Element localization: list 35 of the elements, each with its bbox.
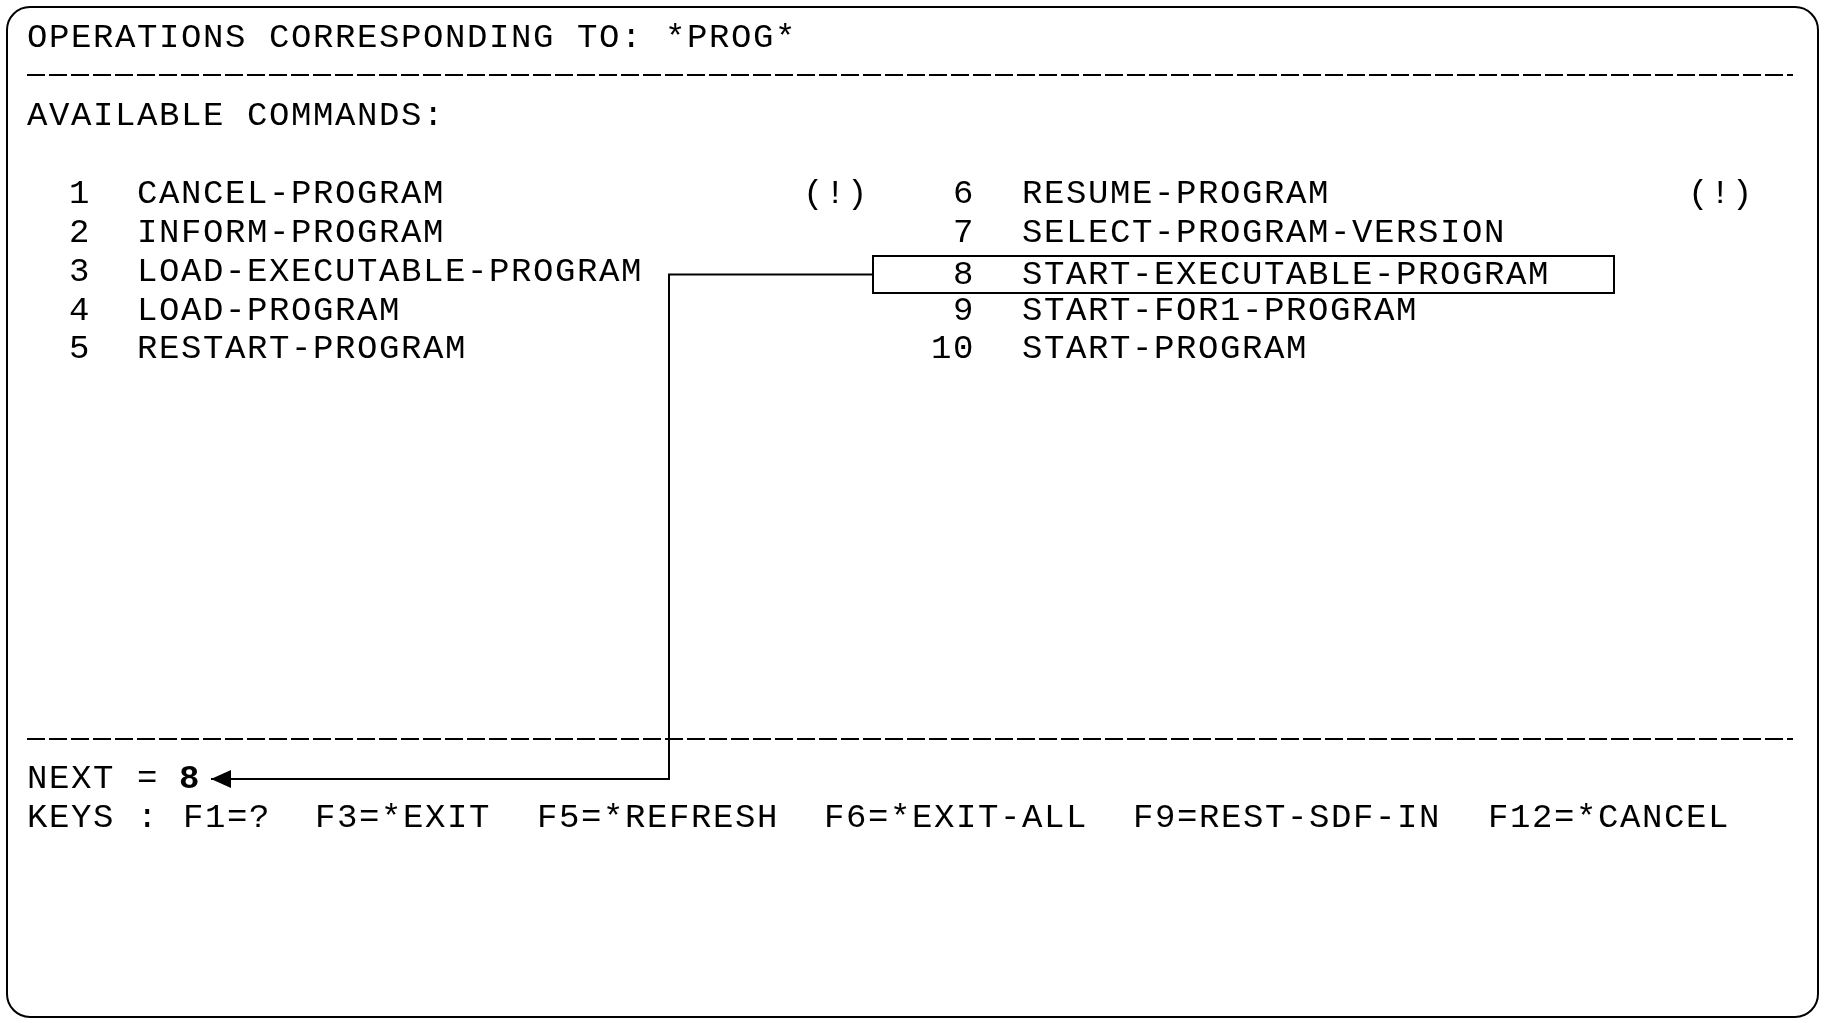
screen-text: 3	[69, 255, 91, 289]
screen-text: F6=*EXIT-ALL	[824, 801, 1089, 835]
screen-text: 1	[69, 177, 91, 211]
screen-text: START-FOR1-PROGRAM	[1022, 294, 1419, 328]
screen-text: AVAILABLE COMMANDS:	[27, 99, 446, 133]
screen-text: LOAD-PROGRAM	[137, 294, 402, 328]
screen-title: OPERATIONS CORRESPONDING TO: *PROG*	[27, 21, 798, 55]
screen-text: RESUME-PROGRAM	[1022, 177, 1331, 211]
connector-arrow	[210, 273, 873, 788]
screen-text: INFORM-PROGRAM	[137, 216, 446, 250]
command-number: 8	[953, 257, 975, 292]
screen-text: SELECT-PROGRAM-VERSION	[1022, 216, 1507, 250]
screen-text: 6	[953, 177, 975, 211]
screen-text: KEYS :	[27, 801, 160, 835]
screen-text: F3=*EXIT	[315, 801, 492, 835]
screen-text: 4	[69, 294, 91, 328]
input-value: 8	[179, 760, 201, 798]
screen-text: F12=*CANCEL	[1488, 801, 1731, 835]
screen-text: NEXT =	[27, 762, 160, 796]
screen-text: CANCEL-PROGRAM	[137, 177, 446, 211]
screen-text: (!)	[803, 177, 869, 211]
highlight-box	[872, 255, 1615, 294]
screen-text: F9=REST-SDF-IN	[1133, 801, 1442, 835]
screen-text: LOAD-EXECUTABLE-PROGRAM	[137, 255, 644, 289]
screen-text: F5=*REFRESH	[537, 801, 780, 835]
screen-text: (!)	[1688, 177, 1754, 211]
screen-text: 5	[69, 332, 91, 366]
screen-text: 2	[69, 216, 91, 250]
screen-text: START-PROGRAM	[1022, 332, 1309, 366]
screen-text: F1=?	[183, 801, 271, 835]
command-name: START-EXECUTABLE-PROGRAM	[1022, 257, 1551, 292]
screen-text: 7	[953, 216, 975, 250]
screen-text: 9	[953, 294, 975, 328]
screen-text: 10	[931, 332, 975, 366]
screen-text: RESTART-PROGRAM	[137, 332, 468, 366]
